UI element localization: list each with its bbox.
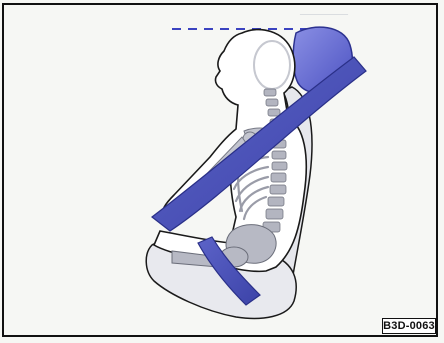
figure-code-label: B3D-0063 bbox=[382, 318, 436, 334]
seatbelt-illustration bbox=[4, 5, 436, 335]
figure-frame bbox=[2, 3, 438, 337]
